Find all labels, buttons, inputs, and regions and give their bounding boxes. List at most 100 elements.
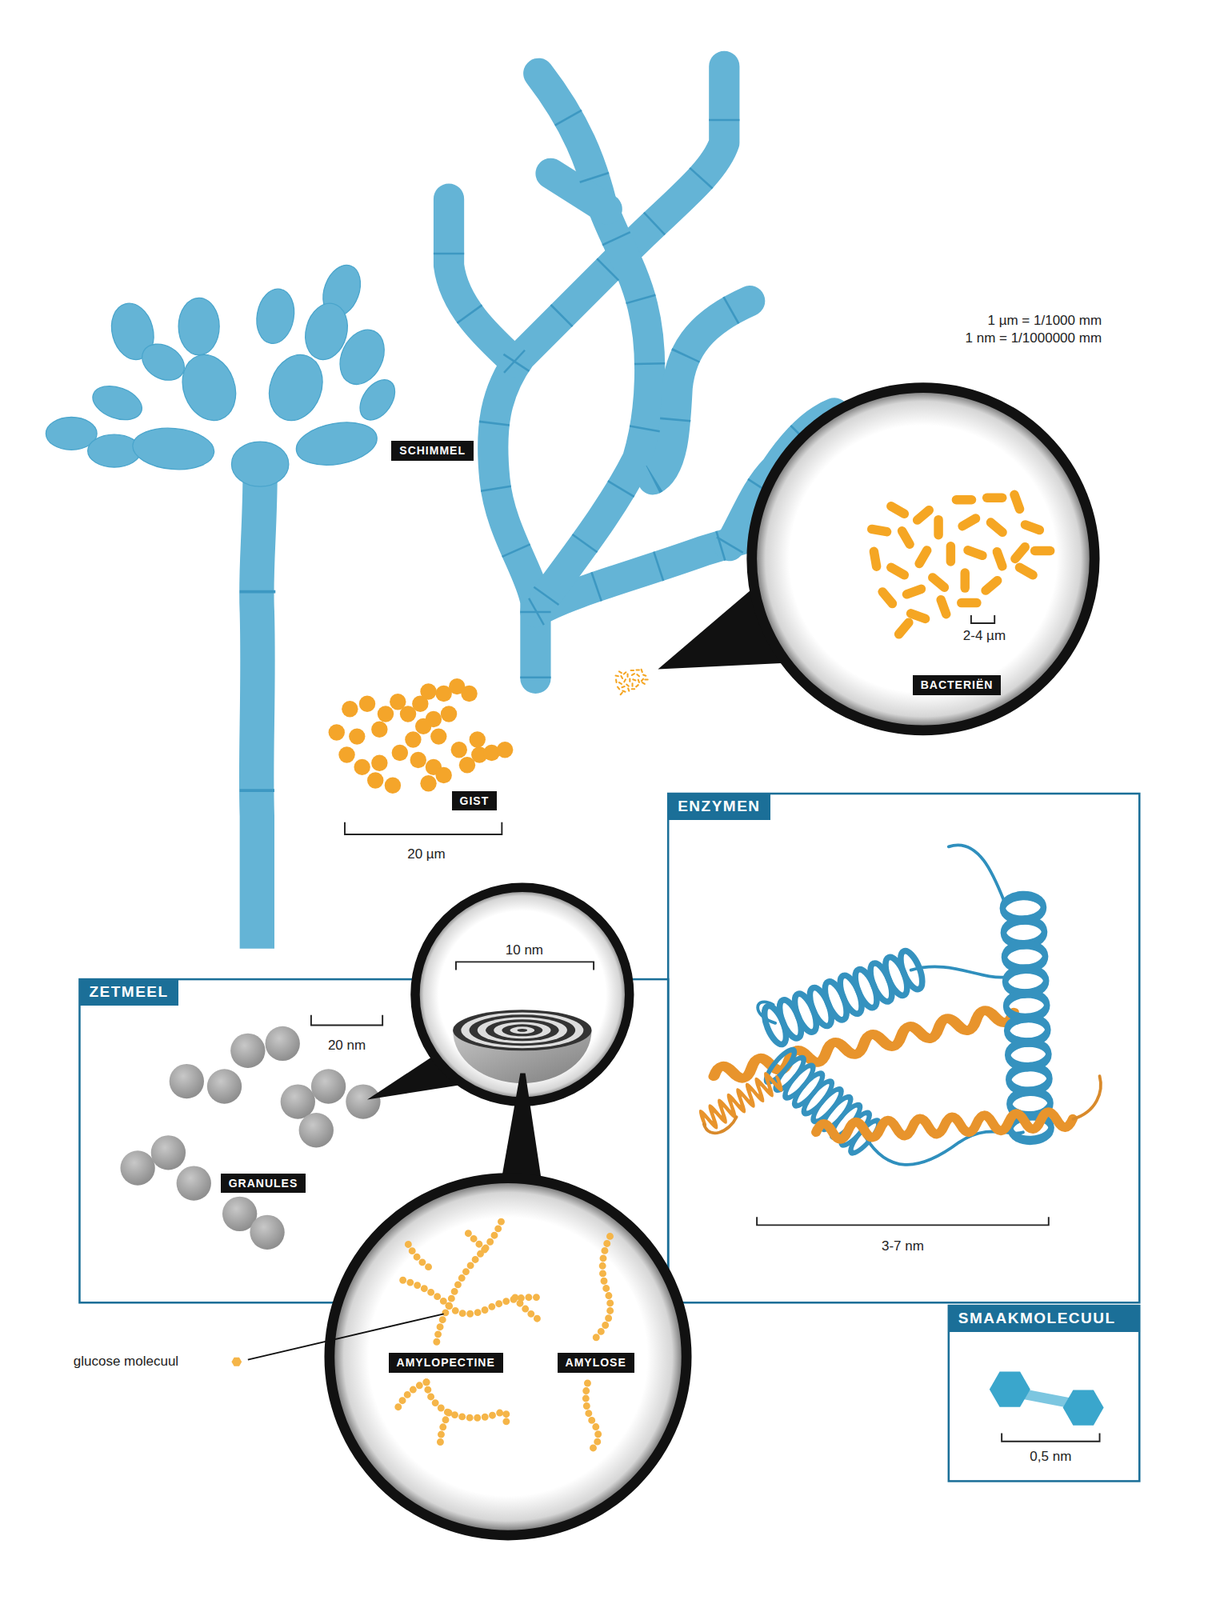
- tag-text: GRANULES: [228, 1176, 299, 1191]
- yeast-cells-part: [460, 685, 477, 702]
- enzyme-protein: [700, 844, 1101, 1165]
- text-label: 0,5 nm: [1029, 1448, 1072, 1465]
- text-label: glucose molecuul: [73, 1353, 179, 1370]
- mold-conidiophore-part-part: [131, 424, 216, 473]
- yeast-cells-part: [496, 741, 513, 758]
- mold-hyphae-part-part: [448, 199, 516, 363]
- yeast-cells-part: [377, 705, 394, 722]
- molecule-magnifier-part-part: [440, 1412, 449, 1449]
- starch-granules-part: [151, 1135, 186, 1170]
- text-label: 1 µm = 1/1000 mm: [988, 312, 1103, 329]
- tag-text: AMYLOSE: [565, 1356, 627, 1370]
- yeast-cells-part: [451, 741, 468, 758]
- text-label: 20 nm: [328, 1037, 366, 1054]
- flavour-molecule: [989, 1372, 1104, 1426]
- mold-conidiophore-part: [256, 469, 261, 949]
- yeast-cells-part: [341, 700, 358, 717]
- mold-conidiophore-part-part: [292, 416, 380, 472]
- yeast-cells-part: [367, 772, 384, 788]
- molecule-magnifier-part-part: [405, 1239, 428, 1267]
- yeast-cells-part: [348, 728, 365, 744]
- molecule-magnifier: [329, 1178, 687, 1536]
- mold-conidiophore-part-part: [252, 285, 299, 347]
- molecule-magnifier-part-part: [515, 1297, 541, 1321]
- tag-text: AMYLOPECTINE: [396, 1356, 496, 1370]
- granule-magnifier-part: [485, 1019, 560, 1041]
- starch-granules: [120, 1026, 380, 1250]
- mold-hyphae-part-part: [551, 173, 608, 210]
- yeast-cells-part: [328, 724, 345, 740]
- molecule-magnifier-part-part: [448, 1219, 502, 1306]
- mold-conidiophore: [45, 260, 402, 949]
- yeast-cells-part: [420, 775, 436, 792]
- starch-granules-part: [176, 1165, 212, 1200]
- mold-conidiophore-part-part: [231, 441, 288, 487]
- mold-hyphae-part-part: [492, 66, 724, 679]
- granule-magnifier-part: [452, 1009, 592, 1051]
- yeast-cells-part: [371, 720, 388, 737]
- scale-bar: [1001, 1432, 1100, 1441]
- yeast-cells-part: [389, 693, 406, 710]
- molecule-magnifier-part-part: [464, 1228, 485, 1250]
- starch-granules-part: [299, 1112, 334, 1148]
- scale-bar: [756, 1216, 1049, 1225]
- bacteria-magnifier-part: [752, 388, 1095, 731]
- mold-hyphae-part-part: [538, 73, 650, 597]
- panel-heading: ENZYMEN: [668, 793, 770, 820]
- mold-hyphae-part-part: [538, 73, 650, 597]
- enzyme-protein-part: [704, 1076, 1101, 1133]
- molecule-magnifier-part-part: [426, 1382, 507, 1428]
- mold-conidiophore-part: [240, 788, 275, 792]
- tag-text: GIST: [460, 794, 490, 808]
- illustration-part: [45, 66, 1140, 1536]
- starch-granules-part: [311, 1068, 346, 1104]
- yeast-cells-part: [435, 767, 452, 784]
- label-tag: BACTERIËN: [912, 675, 1002, 696]
- yeast-cells-part: [404, 731, 421, 748]
- starch-granules-part: [169, 1064, 204, 1099]
- yeast-cells-part: [392, 744, 408, 761]
- mold-conidiophore-part: [240, 590, 276, 594]
- yeast-cells-part: [430, 728, 447, 744]
- tag-text: SCHIMMEL: [399, 444, 466, 458]
- yeast-cells-part: [440, 705, 457, 722]
- label-tag: GIST: [452, 791, 498, 812]
- granule-magnifier-part: [493, 1021, 551, 1039]
- molecule-magnifier-part: [397, 1219, 611, 1451]
- panel: ZETMEELGRANULES: [79, 979, 668, 1303]
- mold-hyphae-part-part: [652, 300, 750, 480]
- mold-conidiophore-part-part: [260, 347, 332, 428]
- label-tag: GRANULES: [220, 1173, 307, 1194]
- tag-text: BACTERIËN: [920, 678, 994, 692]
- label-tag: AMYLOPECTINE: [388, 1352, 504, 1373]
- molecule-magnifier-part-part: [403, 1280, 541, 1314]
- starch-granules-part: [120, 1150, 155, 1185]
- yeast-cells-part: [338, 746, 355, 763]
- scale-bar: [311, 1015, 383, 1026]
- granule-magnifier-part: [469, 1014, 576, 1046]
- granule-magnifier: [367, 887, 630, 1188]
- bacteria-magnifier: [614, 388, 1095, 731]
- bacteria-magnifier-part: [614, 668, 648, 696]
- yeast-cells-part: [359, 696, 376, 712]
- yeast-cells-part: [384, 777, 401, 794]
- enzyme-protein-part: [816, 1110, 1074, 1140]
- bacteria-magnifier-part: [866, 488, 1055, 641]
- text-label: 10 nm: [505, 942, 544, 959]
- starch-granules-part: [345, 1084, 380, 1119]
- enzyme-protein-part-part: [948, 844, 1005, 903]
- bacteria-magnifier-part: [971, 615, 995, 624]
- panel-heading: SMAAKMOLECUUL: [948, 1305, 1140, 1332]
- molecule-magnifier-part-part: [585, 1383, 599, 1451]
- granule-magnifier-part: [516, 1028, 528, 1032]
- text-label: 2-4 µm: [963, 628, 1006, 644]
- molecule-magnifier-part-part: [397, 1382, 427, 1408]
- starch-granules-part: [249, 1215, 284, 1250]
- granule-magnifier-part: [460, 1012, 584, 1048]
- granule-magnifier-part: [415, 887, 630, 1102]
- granule-magnifier-part: [500, 1072, 544, 1188]
- granule-magnifier-part: [456, 961, 594, 970]
- text-label: 20 µm: [407, 846, 446, 863]
- mold-hyphae-part-part: [448, 199, 516, 363]
- flavour-molecule-part: [989, 1372, 1031, 1408]
